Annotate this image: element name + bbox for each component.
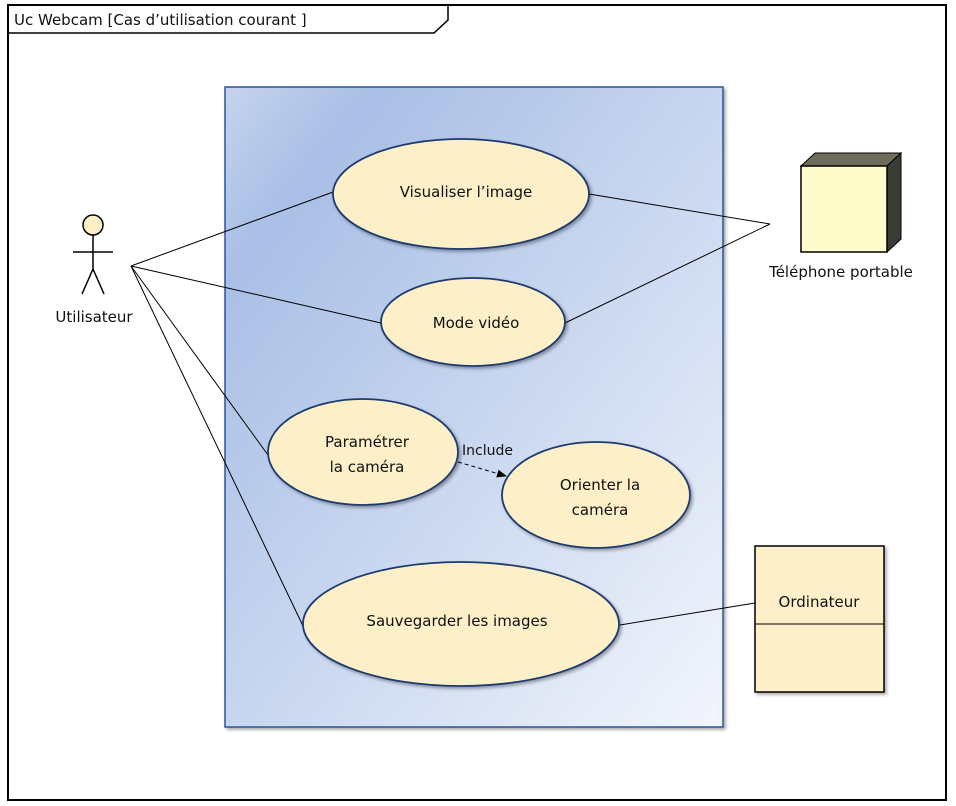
actor-head-icon [82,214,104,236]
assoc-visualiser-phone [588,193,771,225]
use-case-orienter[interactable]: Orienter la caméra [501,441,691,549]
actor-computer-label: Ordinateur [779,593,861,611]
use-case-parametrer-label-2: la caméra [330,458,405,476]
frame-title: Uc Webcam [Cas d’utilisation courant ] [14,11,307,29]
computer-block[interactable]: Ordinateur [754,545,885,693]
use-case-visualiser[interactable]: Visualiser l’image [332,138,590,250]
assoc-user-sauvegarder [130,265,304,627]
phone-node-icon[interactable] [799,151,903,254]
assoc-mode-video-phone [564,223,771,324]
actor-user[interactable] [73,214,113,295]
include-label: Include [462,443,513,459]
assoc-user-parametrer [130,265,269,456]
use-case-mode-video[interactable]: Mode vidéo [380,277,566,367]
use-case-mode-video-label: Mode vidéo [433,314,520,332]
assoc-user-mode-video [130,265,382,324]
use-case-parametrer[interactable]: Paramétrer la caméra [267,398,459,506]
use-case-visualiser-label: Visualiser l’image [400,183,533,201]
actor-phone-label: Téléphone portable [768,263,913,281]
actor-right-leg [92,268,105,295]
use-case-orienter-label-1: Orienter la [560,476,640,494]
actor-left-leg [81,268,94,295]
association-lines [130,191,771,627]
frame-tab [8,5,449,34]
include-arrow [457,461,507,478]
use-case-orienter-label-2: caméra [572,501,629,519]
actor-user-label: Utilisateur [55,308,133,326]
use-case-sauvegarder[interactable]: Sauvegarder les images [302,561,620,687]
assoc-user-visualiser [130,191,334,267]
assoc-sauvegarder-computer [619,602,756,626]
use-case-sauvegarder-label: Sauvegarder les images [366,612,547,630]
use-case-parametrer-label-1: Paramétrer [325,433,410,451]
